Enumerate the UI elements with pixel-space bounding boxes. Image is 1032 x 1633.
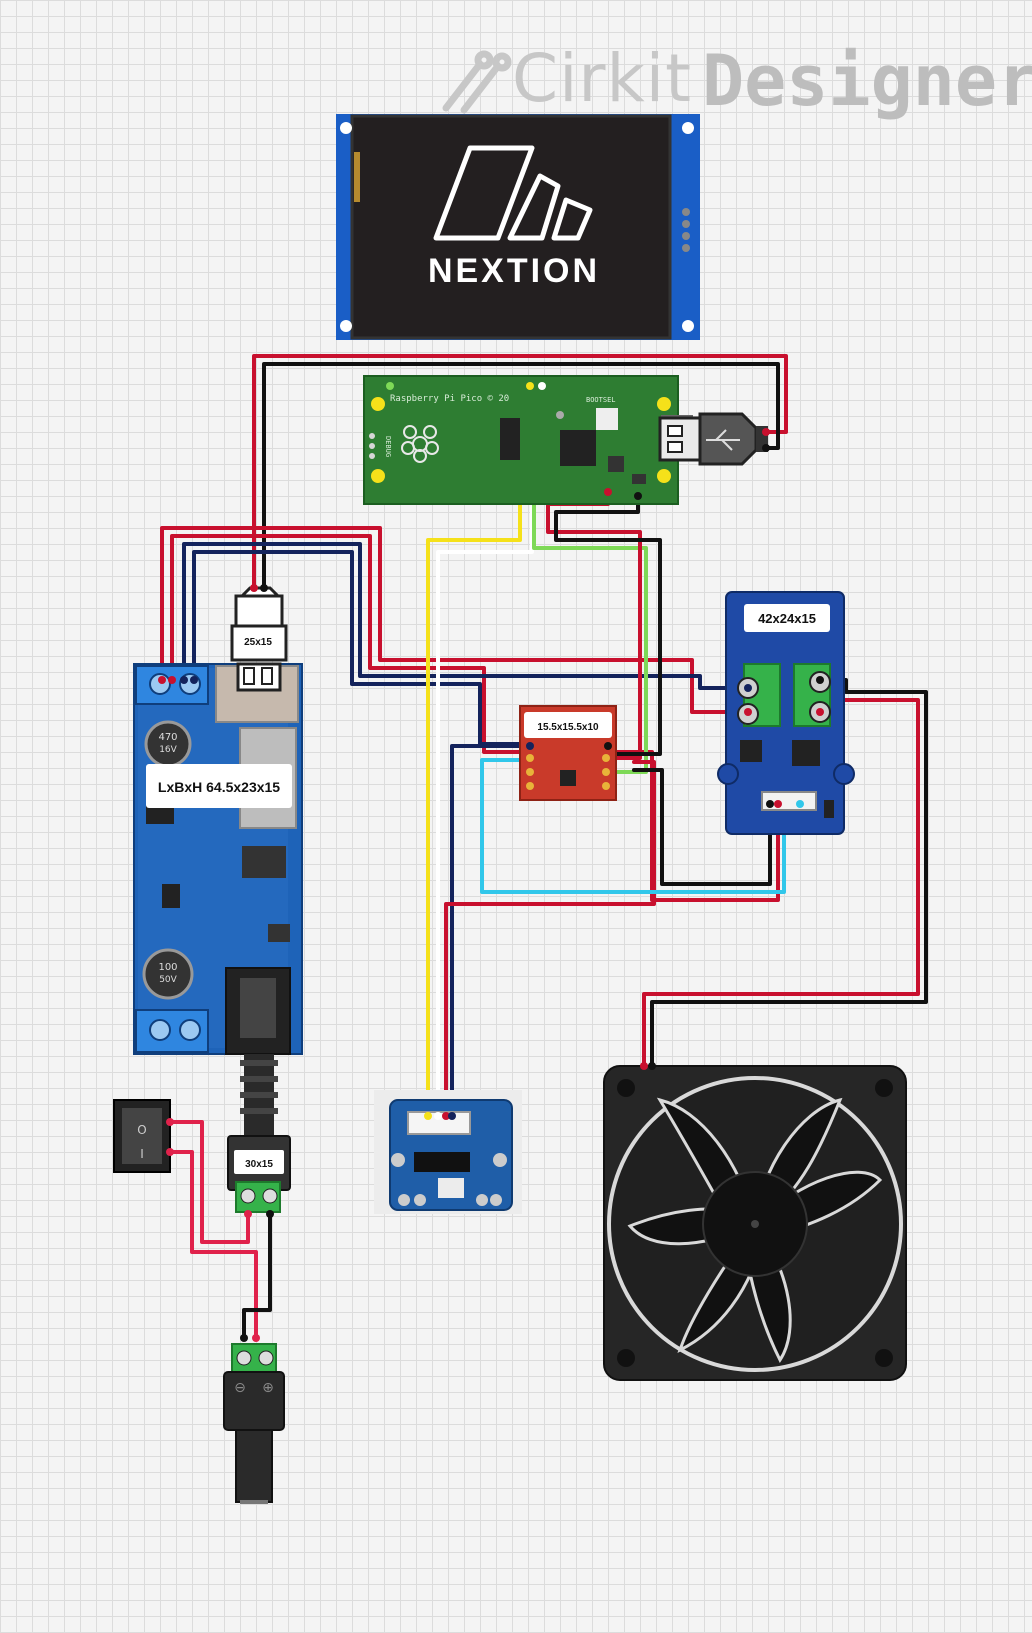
dc-barrel-jack[interactable]: ⊖ ⊕ bbox=[223, 1343, 285, 1504]
nextion-logo-text: NEXTION bbox=[428, 252, 600, 290]
dc-barrel-plug[interactable]: 30x15 bbox=[227, 1054, 291, 1213]
rocker-switch[interactable]: O I bbox=[113, 1099, 171, 1173]
wire-switch-red-1[interactable] bbox=[168, 1120, 250, 1244]
wire-sensor-black[interactable] bbox=[632, 768, 772, 886]
wire-sensor-navy[interactable] bbox=[450, 744, 532, 1118]
logo-cirkit-text: Cirkit bbox=[512, 40, 692, 117]
logo-designer-text: Designer bbox=[702, 40, 1032, 122]
pico-bootsel-button[interactable] bbox=[596, 408, 618, 430]
cirkit-logo-icon bbox=[442, 50, 512, 114]
usb-symbol-icon bbox=[706, 429, 740, 451]
mosfet-module[interactable]: 42x24x15 bbox=[717, 591, 855, 835]
mosfet-module-label: 42x24x15 bbox=[758, 611, 816, 626]
cooling-fan[interactable] bbox=[603, 1065, 907, 1381]
usb-micro-plug[interactable] bbox=[658, 412, 768, 466]
buck-cap-bottom-value: 100 bbox=[158, 962, 177, 973]
switch-off-mark: O bbox=[137, 1123, 146, 1137]
buck-cap-top-voltage: 16V bbox=[159, 745, 177, 755]
raspberry-pi-pico[interactable]: Raspberry Pi Pico © 20 BOOTSEL DEBUG bbox=[363, 375, 693, 505]
wire-buck-red-2[interactable] bbox=[170, 534, 780, 902]
dc-plug-label: 30x15 bbox=[245, 1159, 273, 1170]
nextion-display[interactable]: NEXTION bbox=[336, 114, 700, 340]
raspberry-logo-icon bbox=[401, 425, 439, 463]
pico-pin-pads bbox=[371, 397, 671, 483]
pico-silkscreen-text: Raspberry Pi Pico © 20 bbox=[390, 394, 509, 404]
pico-bootsel-text: BOOTSEL bbox=[586, 396, 616, 404]
wire-pico-black[interactable] bbox=[554, 494, 662, 756]
usb-plug-label: 25x15 bbox=[244, 637, 272, 648]
wire-sensor-red[interactable] bbox=[444, 760, 656, 1118]
wire-buck-red-1[interactable] bbox=[160, 526, 750, 714]
buck-module-label: LxBxH 64.5x23x15 bbox=[158, 779, 280, 795]
buck-cap-top-value: 470 bbox=[158, 732, 177, 743]
breakout-board[interactable]: 15.5x15.5x10 bbox=[519, 705, 617, 801]
nextion-logo-icon bbox=[433, 145, 593, 241]
usb-a-plug[interactable]: 25x15 bbox=[230, 586, 288, 692]
wire-switch-red-2[interactable] bbox=[168, 1150, 258, 1340]
dc-jack-plus-mark: ⊕ bbox=[262, 1380, 274, 1396]
wire-fan-black[interactable] bbox=[650, 678, 928, 1068]
pin-dots bbox=[158, 382, 824, 1342]
wire-usb-black[interactable] bbox=[262, 362, 780, 590]
pico-debug-text: DEBUG bbox=[384, 436, 392, 457]
switch-on-mark: I bbox=[140, 1147, 144, 1161]
buck-converter-module[interactable]: 470 16V 100 50V LxBxH 64.5x23x15 bbox=[133, 663, 303, 1055]
wire-dc-black[interactable] bbox=[242, 1212, 272, 1340]
grove-sensor-board[interactable] bbox=[374, 1090, 522, 1214]
breakout-label: 15.5x15.5x10 bbox=[537, 722, 599, 733]
buck-cap-bottom-voltage: 50V bbox=[159, 975, 177, 985]
wire-buck-navy-1[interactable] bbox=[182, 542, 750, 690]
dc-jack-minus-mark: ⊖ bbox=[234, 1380, 246, 1396]
